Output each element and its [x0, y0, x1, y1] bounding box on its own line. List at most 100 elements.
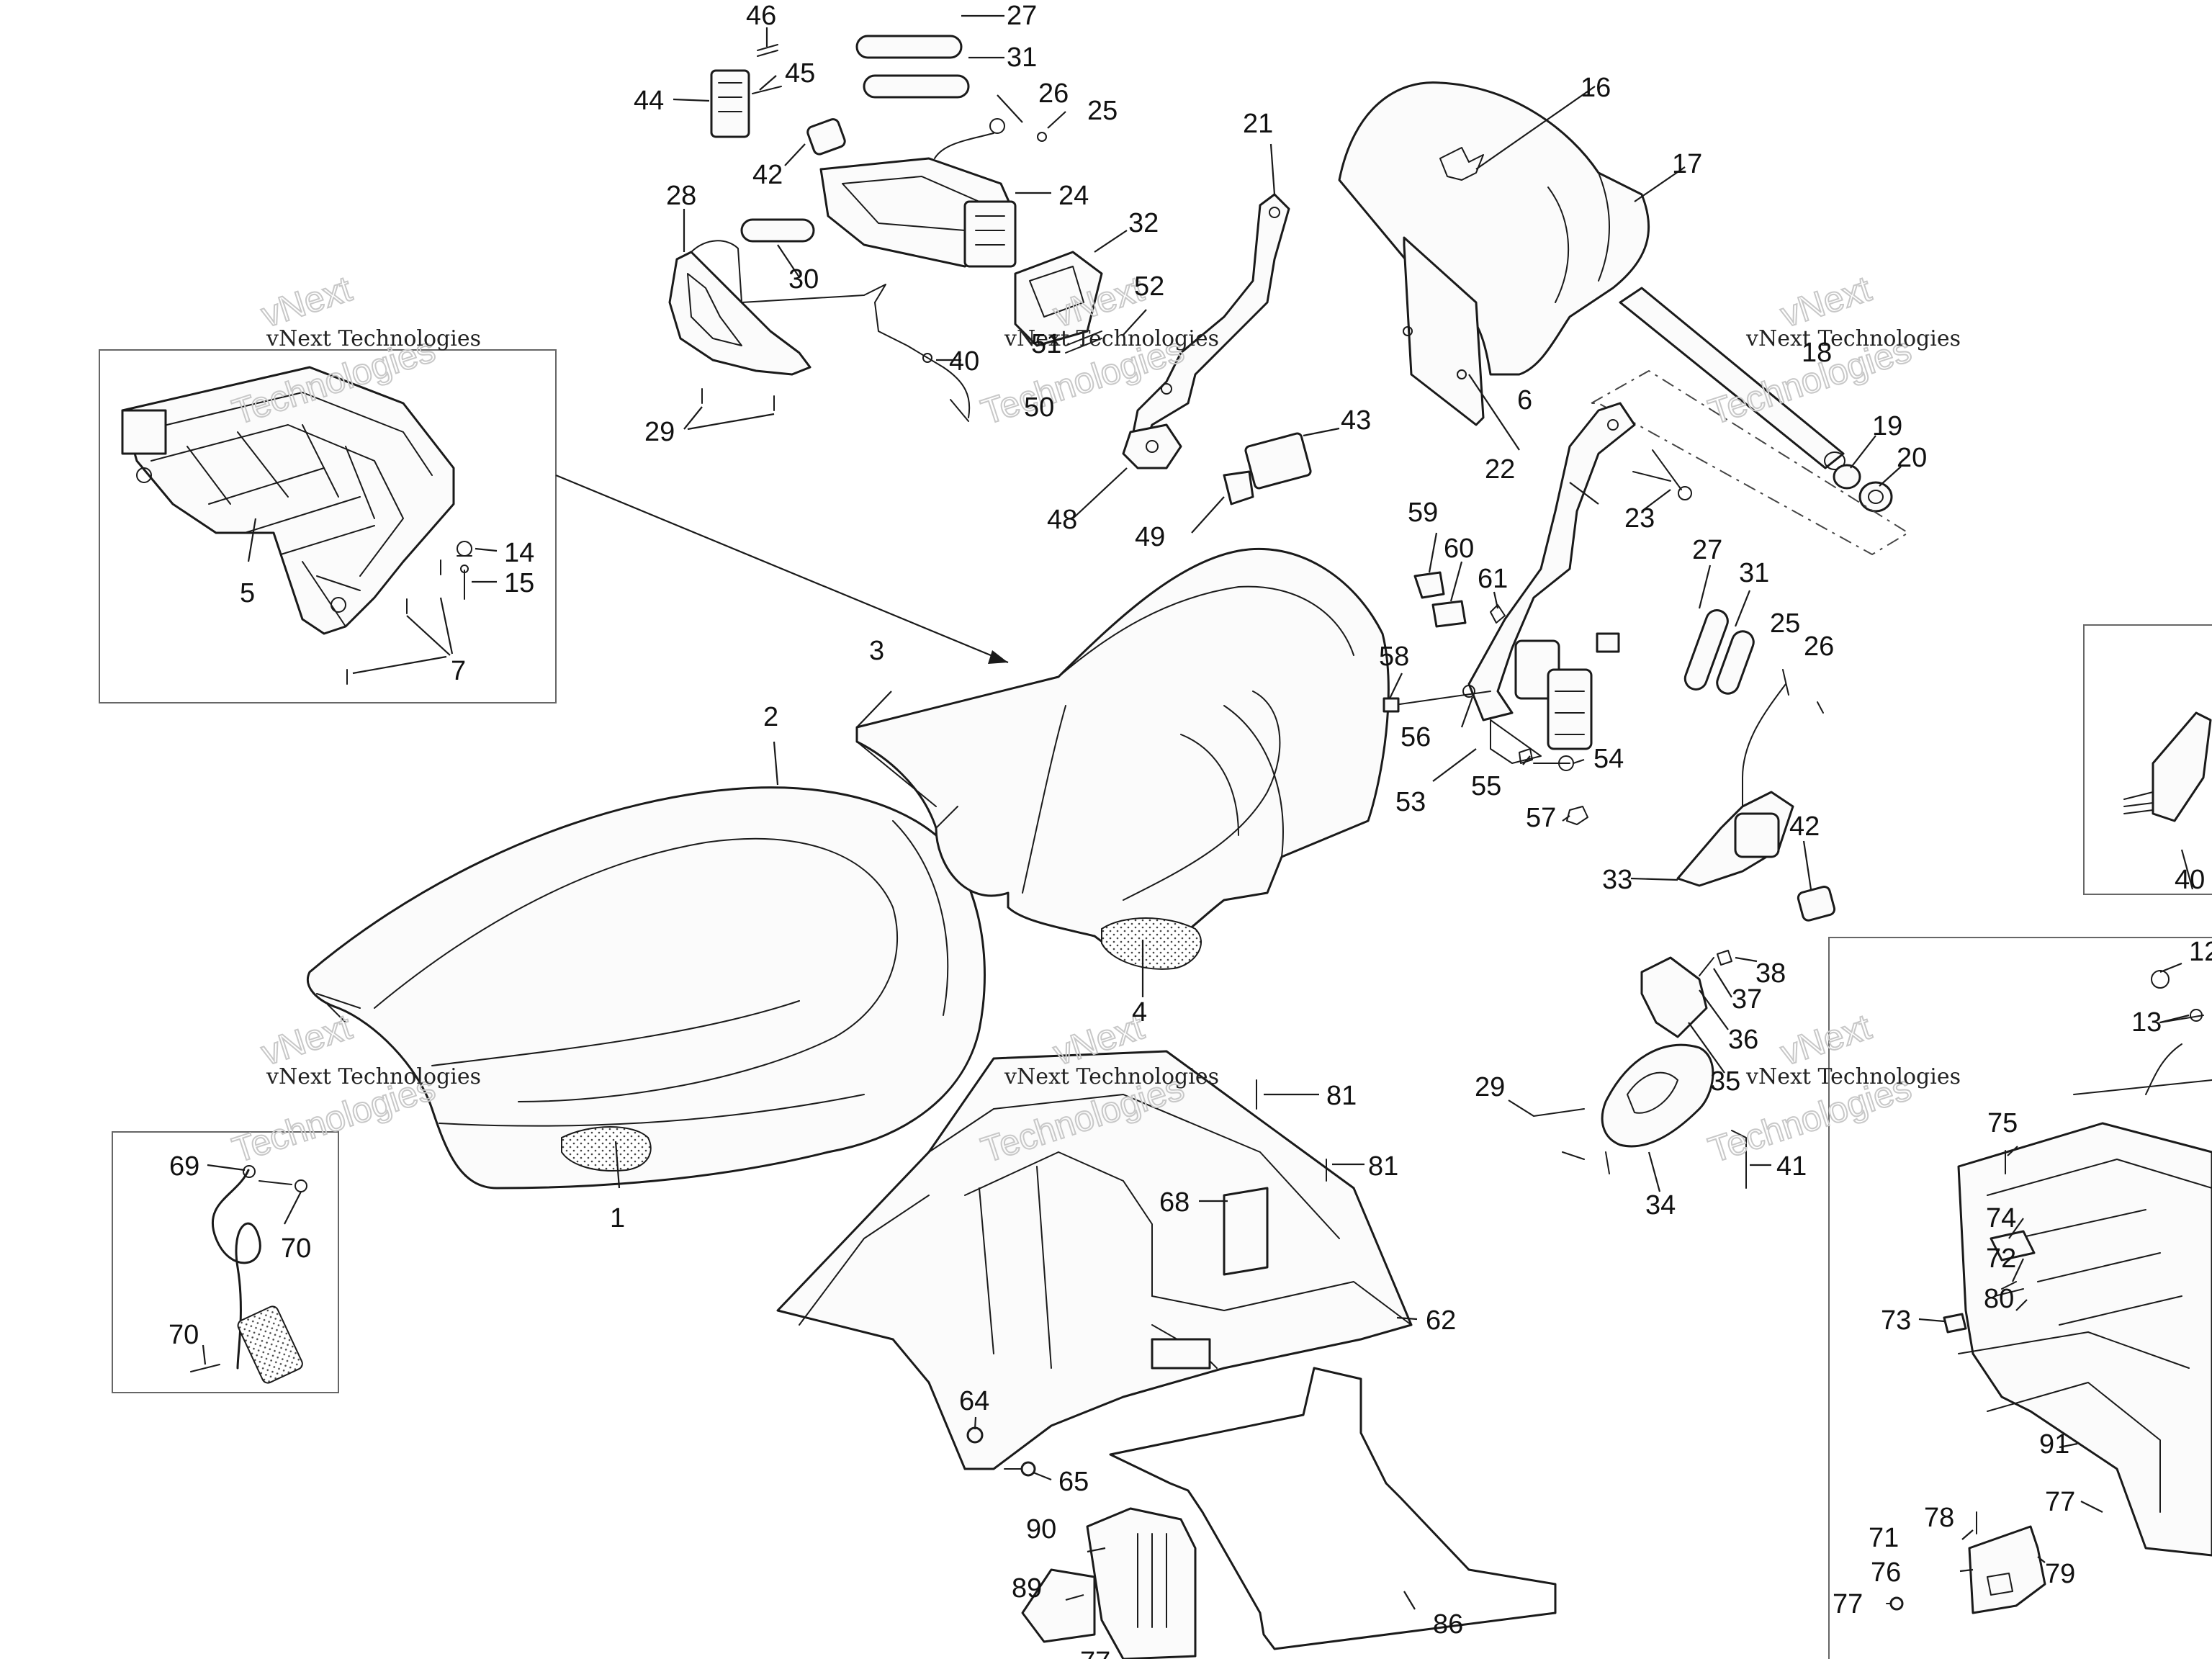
callout-81a: 81	[1326, 1081, 1357, 1111]
callout-29-upper: 29	[644, 417, 675, 447]
callout-43: 43	[1341, 405, 1371, 436]
plate-76	[1968, 1525, 2046, 1614]
callout-78: 78	[1924, 1503, 1954, 1533]
callout-89: 89	[1012, 1573, 1042, 1604]
grab-handle-24	[819, 157, 1017, 268]
callout-75: 75	[1987, 1108, 2018, 1138]
watermark-text-1: vNext Technologies	[266, 326, 481, 351]
mat-86	[1109, 1367, 1557, 1650]
hinge-48	[1122, 423, 1182, 469]
grab-handle-28	[668, 251, 811, 376]
callout-37: 37	[1732, 984, 1762, 1015]
callout-80: 80	[1984, 1284, 2014, 1314]
callout-76: 76	[1871, 1557, 1901, 1588]
callout-86: 86	[1433, 1609, 1463, 1640]
callout-20: 20	[1897, 443, 1927, 473]
callout-90: 90	[1026, 1514, 1056, 1545]
callout-70a: 70	[281, 1233, 311, 1264]
watermark-vnext-1: vNext	[256, 269, 356, 336]
rear-seat-part	[855, 547, 1390, 959]
front-seat-part	[306, 786, 986, 1190]
callout-36: 36	[1728, 1025, 1758, 1055]
callout-64: 64	[959, 1386, 989, 1416]
screws-29-right	[1533, 1108, 1610, 1174]
callout-2: 2	[763, 702, 778, 732]
leader-frame-to-seat	[555, 474, 1009, 664]
callout-34: 34	[1645, 1190, 1676, 1220]
watermark-text-2: vNext Technologies	[1004, 326, 1219, 351]
callout-54: 54	[1593, 744, 1624, 774]
callout-79: 79	[2045, 1559, 2075, 1589]
callout-16: 16	[1581, 73, 1611, 103]
callout-59: 59	[1408, 498, 1438, 528]
screw-51	[1065, 331, 1102, 354]
callout-42-right: 42	[1789, 811, 1820, 842]
callout-33: 33	[1602, 865, 1632, 895]
bolt-65	[1004, 1461, 1036, 1477]
washer-55	[1519, 748, 1533, 764]
handle-33	[1676, 791, 1794, 887]
frame-bolts	[346, 541, 472, 685]
callout-21: 21	[1243, 109, 1273, 139]
grip-31-upper	[863, 74, 970, 99]
grip-27-right	[1683, 609, 1729, 691]
callout-44: 44	[634, 86, 664, 116]
callout-25-right: 25	[1770, 608, 1800, 639]
leader-lines	[202, 14, 2194, 1610]
grip-27-upper	[855, 35, 963, 59]
callout-57: 57	[1526, 803, 1556, 833]
callout-1: 1	[610, 1203, 625, 1233]
callout-40-right: 40	[2175, 865, 2205, 895]
watermark-text-5: vNext Technologies	[1004, 1064, 1219, 1089]
arrow-head	[988, 650, 1008, 664]
cable-26-right	[1742, 683, 1786, 807]
callout-28: 28	[666, 181, 696, 211]
callout-62: 62	[1426, 1305, 1456, 1336]
seat-frame-part	[121, 366, 455, 635]
callout-23: 23	[1624, 503, 1655, 534]
seat-patch-4	[1101, 917, 1202, 970]
inset-box-rack	[1828, 937, 2212, 1659]
callout-38: 38	[1755, 958, 1786, 989]
callout-30: 30	[788, 264, 819, 295]
backrest-16	[1338, 81, 1650, 376]
bracket-21	[1129, 193, 1290, 462]
callout-7: 7	[451, 656, 466, 686]
callout-42-upper: 42	[752, 160, 783, 190]
callout-52: 52	[1134, 271, 1164, 302]
callout-56: 56	[1401, 722, 1431, 752]
callout-12: 12	[2189, 937, 2212, 967]
grip-31-right	[1716, 630, 1755, 695]
callout-19: 19	[1872, 411, 1902, 441]
cap-38	[1717, 950, 1732, 966]
callout-68: 68	[1159, 1187, 1190, 1218]
callout-72: 72	[1986, 1244, 2016, 1274]
seat-patch-1	[561, 1126, 652, 1172]
callout-55: 55	[1471, 771, 1501, 801]
callout-27-right: 27	[1692, 535, 1722, 565]
callout-40-upper: 40	[949, 346, 979, 377]
callout-labels: 46 45 44 42 27 31 26 25 24 32 28 30 29 4…	[168, 1, 2212, 1659]
callout-65: 65	[1058, 1467, 1089, 1497]
callout-60: 60	[1444, 534, 1474, 564]
inset-box-tether	[112, 1131, 339, 1393]
cap-42-upper	[806, 118, 846, 156]
callout-13: 13	[2131, 1007, 2162, 1038]
bracket-44	[710, 69, 750, 138]
cable-26	[934, 132, 994, 159]
callout-31-right: 31	[1739, 558, 1769, 588]
watermark-text-4: vNext Technologies	[266, 1064, 481, 1089]
callout-46: 46	[746, 1, 776, 31]
module-40	[2123, 711, 2212, 822]
inset-box-frame	[99, 349, 557, 703]
tether-cable-69	[211, 1165, 261, 1370]
screw-70b	[190, 1364, 220, 1372]
callout-26-right: 26	[1804, 631, 1834, 662]
latch-73	[1943, 1313, 1967, 1334]
callout-14: 14	[504, 538, 534, 568]
pad-43	[1244, 432, 1312, 490]
washer-19	[1833, 464, 1861, 490]
watermark-text-3: vNext Technologies	[1745, 326, 1961, 351]
callout-81b: 81	[1368, 1151, 1398, 1182]
callout-6: 6	[1517, 385, 1532, 415]
